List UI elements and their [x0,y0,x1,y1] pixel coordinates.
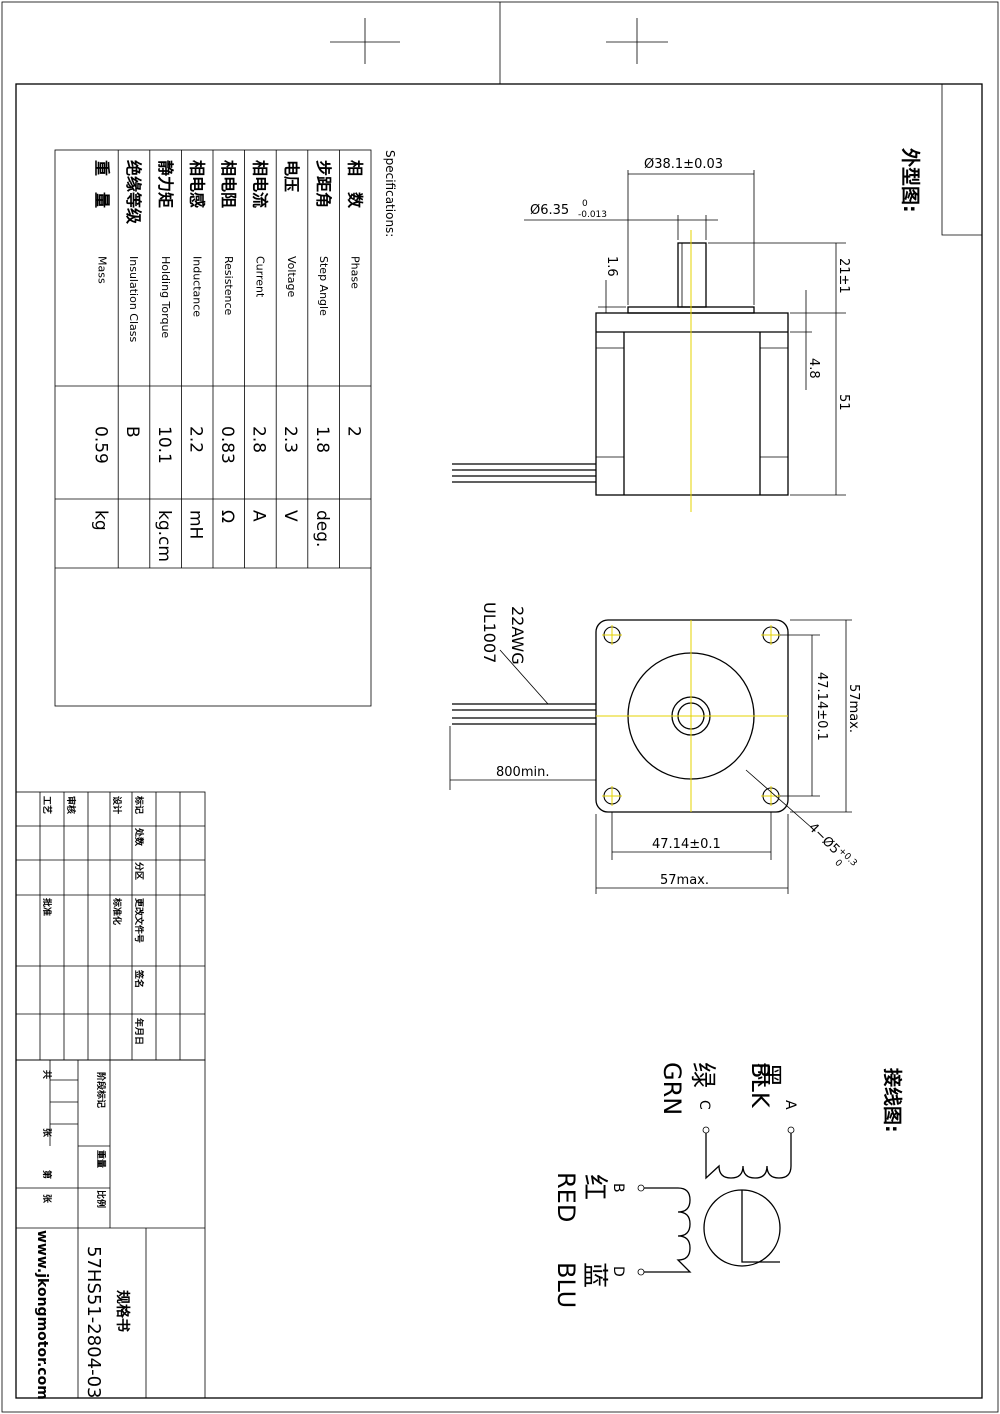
dim-flange: 4.8 [806,358,821,379]
dim-size-h: 57max. [660,873,709,888]
title-block-label: 比例 [95,1190,107,1208]
spec-unit: V [280,510,300,522]
title-block-label: 重量 [95,1150,107,1168]
spec-value: 0.83 [217,426,237,464]
title-block-label: 分区 [133,862,145,880]
title-block-label: 第 [41,1170,53,1179]
spec-label-en: Inductance [190,256,203,317]
title-block-label: 签名 [133,969,145,988]
wire-green-zh: 绿 [687,1062,717,1088]
title-block-label: 处数 [133,827,145,847]
wiring-diagram: 黑 BLK A 绿 GRN C 红 RED B 蓝 BLU D [552,1062,798,1308]
spec-unit: deg. [312,510,332,547]
title-block-label: 工艺 [41,796,53,814]
dim-size-v: 57max. [846,684,861,733]
motor-front-view: 22AWG UL1007 800min. 47.14±0.1 57max. 47… [449,602,861,894]
spec-value: 2.8 [249,426,269,453]
spec-value: 2.3 [280,426,300,453]
wire-black-zh: 黑 [753,1062,783,1088]
spec-label-zh: 相 数 [345,160,364,209]
dim-pilot-dia: Ø38.1±0.03 [644,157,723,172]
spec-label-zh: 电压 [282,160,301,192]
spec-label-en: Current [254,256,267,298]
spec-unit: kg.cm [154,510,174,562]
title-block-label: 阶段标记 [95,1072,107,1108]
spec-label-en: Insulation Class [127,256,140,342]
dim-body-len: 51 [836,394,851,411]
spec-value: 10.1 [154,426,174,464]
spec-unit: kg [91,510,111,531]
spec-value: 2 [343,426,363,437]
title-block-label: 批准 [41,898,53,916]
spec-label-en: Phase [348,256,361,289]
wire-type-label: UL1007 [480,602,499,663]
spec-unit: mH [185,510,205,539]
wire-gauge-label: 22AWG [508,606,527,665]
wire-red-en: RED [552,1172,580,1222]
dim-shaft-tol-lower: -0.013 [578,210,607,220]
title-block-label: 更改文件号 [133,898,145,943]
wire-black-en: BLK [746,1062,774,1109]
title-block-label: 设计 [111,796,123,814]
company-website: www.jkongmotor.com [34,1230,50,1400]
title-block-label: 标记 [133,795,145,814]
spec-heading: Specifications: [383,150,397,237]
mounting-holes [602,625,781,806]
spec-label-zh: 绝缘等级 [124,160,143,225]
spec-table: Specifications: 相 数 Phase 2 步距角 Step Angle 1.… [54,149,397,707]
spec-label-zh: 相电阻 [219,160,238,208]
title-block: 标记处数分区更改文件号签名年月日设计审核工艺标准化批准阶段标记重量比例共张第张 … [15,791,206,1400]
dim-holes: 4−Ø5+0.30 [802,820,859,877]
spec-value: 1.8 [312,426,332,453]
wire-terminal-b: B [610,1183,626,1193]
motor-side-view: Ø38.1±0.03 Ø6.35 0 -0.013 1.6 21±1 4.8 5… [452,157,851,512]
spec-unit: Ω [217,510,237,523]
title-block-label: 共 [41,1070,53,1079]
dim-hole-spacing-v: 47.14±0.1 [814,672,829,741]
spec-label-en: Mass [96,256,109,284]
spec-value: B [122,426,142,438]
dim-shaft-tol-upper: 0 [582,199,588,209]
spec-label-en: Resistence [222,256,235,316]
title-block-label: 审核 [65,796,77,814]
title-block-label: 年月日 [133,1018,145,1045]
dim-shaft-dia: Ø6.35 [530,203,569,218]
wire-terminal-c: C [696,1100,712,1110]
wire-terminal-a: A [782,1100,798,1110]
doc-type: 规格书 [114,1290,131,1332]
spec-value: 0.59 [91,426,111,464]
wiring-heading: 接线图: [881,1068,904,1133]
outline-heading: 外型图: [899,148,922,213]
spec-label-zh: 相电流 [251,160,270,208]
dim-lead-len: 800min. [496,765,549,780]
dim-shaft-len: 21±1 [836,258,851,294]
wire-blue-zh: 蓝 [579,1262,609,1288]
spec-label-zh: 静力矩 [156,160,175,208]
spec-label-zh: 相电感 [187,160,206,208]
spec-label-zh: 重 量 [93,160,112,208]
model-number: 57HS51-2804-03 [83,1246,104,1398]
wire-blue-en: BLU [552,1262,580,1308]
dim-hole-spacing-h: 47.14±0.1 [652,837,721,852]
title-block-label: 张 [41,1194,53,1204]
wire-terminal-d: D [610,1266,626,1277]
title-block-label: 张 [41,1128,53,1138]
spec-label-en: Step Angle [317,256,330,316]
wire-green-en: GRN [658,1062,686,1115]
spec-unit: A [249,510,269,522]
spec-label-zh: 步距角 [314,160,333,208]
wire-red-zh: 红 [579,1174,609,1200]
dim-flat: 1.6 [604,256,619,277]
spec-label-en: Voltage [285,256,298,297]
spec-label-en: Holding Torque [159,256,172,338]
spec-value: 2.2 [185,426,205,453]
title-block-label: 标准化 [111,897,123,925]
dim-holes-tol-lower: 0 [832,858,843,869]
